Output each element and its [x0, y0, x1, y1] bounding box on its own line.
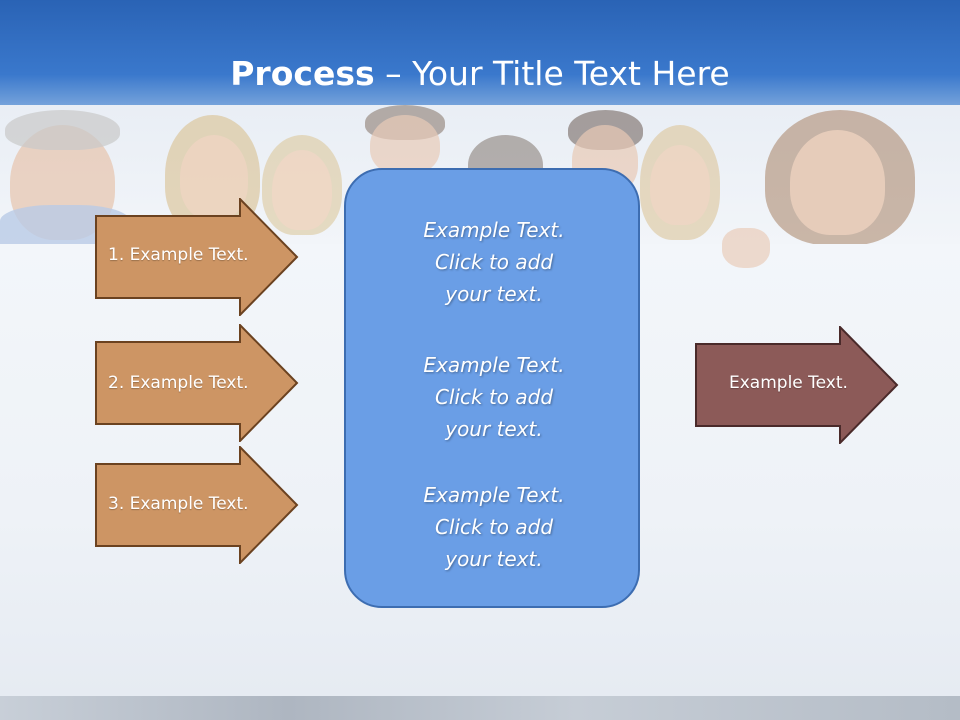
input-arrow-shape [95, 446, 299, 564]
center-text-line: your text. [445, 547, 543, 571]
slide-title[interactable]: Process – Your Title Text Here [0, 52, 960, 96]
center-text-line: Click to add [434, 385, 554, 409]
center-text-line: Example Text. [423, 353, 565, 377]
title-bold: Process [230, 54, 375, 93]
center-text-line: your text. [445, 417, 543, 441]
input-arrow-label: 1. Example Text. [108, 245, 249, 265]
title-rest: – Your Title Text Here [374, 54, 730, 93]
input-arrow-shape [95, 198, 299, 316]
center-text-line: Click to add [434, 515, 554, 539]
center-process-box[interactable]: Example Text. Click to add your text. Ex… [344, 168, 640, 608]
center-text-line: Example Text. [423, 483, 565, 507]
center-text-block-3: Example Text. Click to add your text. [346, 479, 642, 575]
center-text-line: Example Text. [423, 218, 565, 242]
center-text-line: Click to add [434, 250, 554, 274]
output-arrow-label: Example Text. [729, 373, 848, 393]
input-arrow-shape [95, 324, 299, 442]
center-text-line: your text. [445, 282, 543, 306]
center-text-block-1: Example Text. Click to add your text. [346, 214, 642, 310]
input-arrow-2[interactable]: 2. Example Text. [95, 324, 299, 442]
center-text-block-2: Example Text. Click to add your text. [346, 349, 642, 445]
input-arrow-1[interactable]: 1. Example Text. [95, 198, 299, 316]
input-arrow-label: 3. Example Text. [108, 494, 249, 514]
output-arrow-shape [695, 326, 899, 444]
input-arrow-3[interactable]: 3. Example Text. [95, 446, 299, 564]
hand-decoration [722, 228, 770, 268]
input-arrow-label: 2. Example Text. [108, 373, 249, 393]
bottom-photo-strip [0, 696, 960, 720]
output-arrow[interactable]: Example Text. [695, 326, 899, 444]
